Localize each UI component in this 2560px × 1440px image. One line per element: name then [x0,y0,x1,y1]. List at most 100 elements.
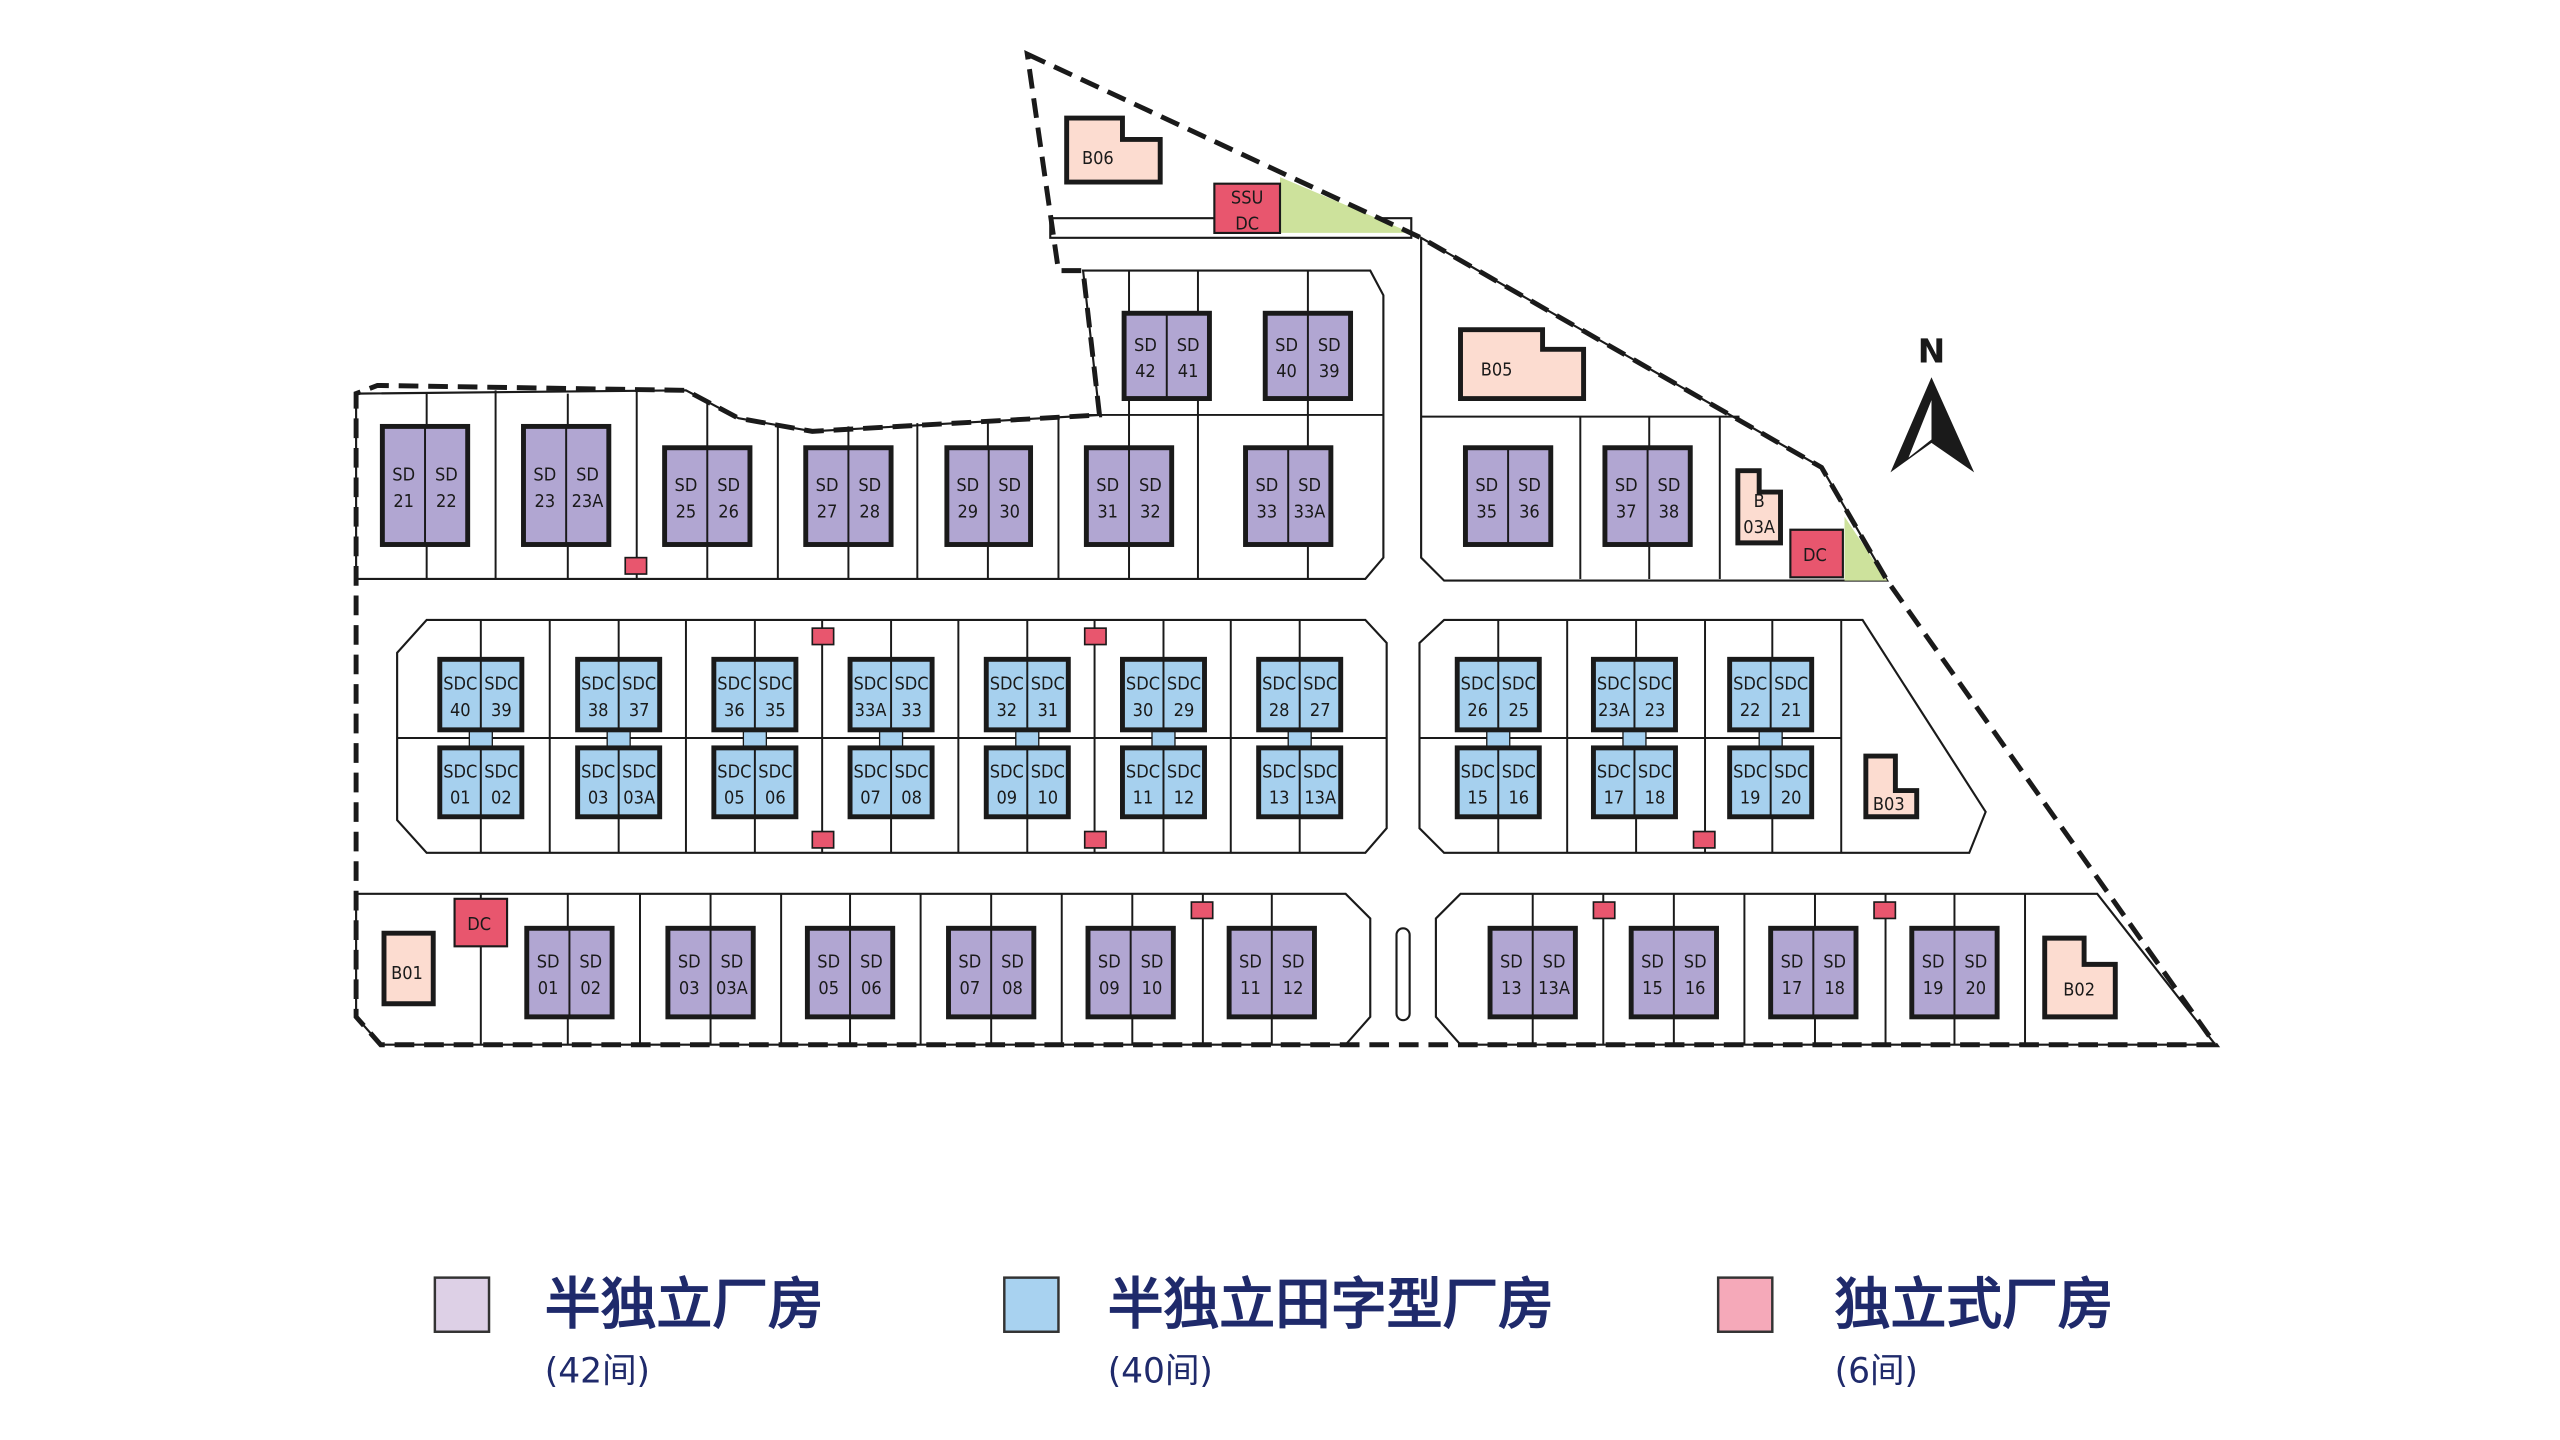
building-label: 03A [1743,517,1775,538]
cluster-link [468,729,493,749]
building-label: SSU [1231,187,1263,208]
unit-prefix: SDC [1461,674,1495,695]
unit-prefix: SD [392,465,415,486]
unit-number: 13 [1269,788,1290,809]
building-label: B01 [391,963,423,984]
unit-prefix: SDC [1031,674,1065,695]
unit-number: 30 [1133,700,1154,721]
unit-prefix: SDC [443,674,477,695]
substation-marker [1190,901,1214,920]
unit-prefix: SD [1964,952,1987,973]
unit-prefix: SD [1282,952,1305,973]
unit-prefix: SDC [895,761,929,782]
unit-prefix: SDC [1126,674,1160,695]
unit-prefix: SDC [853,674,887,695]
building-label: B02 [2063,980,2095,1001]
unit-number: 06 [861,978,882,999]
unit-number: 29 [1174,700,1195,721]
unit-number: 03A [623,788,655,809]
legend-item: 半独立田字型厂房(40间) [1003,1273,1554,1392]
unit-number: 39 [491,700,512,721]
unit-prefix: SD [435,465,458,486]
dc-building[interactable]: DC [1789,528,1844,579]
cluster-link [1151,729,1176,749]
road-divider [1395,927,1411,1022]
unit-number: 22 [1740,700,1761,721]
unit-prefix: SD [1239,952,1262,973]
unit-prefix: SD [1543,952,1566,973]
unit-prefix: SD [1500,952,1523,973]
substation-marker [1083,627,1107,646]
substation-marker [1692,830,1716,849]
dc-building[interactable]: DC [453,897,509,948]
north-arrow: N [1890,332,1975,473]
unit-number: 18 [1824,978,1845,999]
cluster-link [1287,729,1312,749]
unit-number: 33 [901,700,922,721]
unit-number: 26 [718,501,739,522]
unit-number: 10 [1037,788,1058,809]
detached-building[interactable]: B06 [1064,115,1163,185]
detached-building[interactable]: B03 [1863,753,1920,820]
detached-building[interactable]: B01 [381,930,436,1007]
unit-number: 23A [1598,700,1630,721]
unit-number: 26 [1467,700,1488,721]
unit-prefix: SD [678,952,701,973]
legend-title: 独立式厂房 [1835,1273,2114,1338]
detached-building[interactable]: B05 [1458,327,1587,402]
detached-building[interactable]: B02 [2042,935,2118,1020]
unit-number: 40 [450,700,471,721]
cluster-link [1758,729,1783,749]
unit-prefix: SDC [853,761,887,782]
unit-number: 33 [1257,501,1278,522]
unit-number: 32 [996,700,1017,721]
legend-swatch [433,1276,491,1333]
site-boundary [353,49,2221,1048]
unit-number: 15 [1642,978,1663,999]
unit-number: 23A [572,491,604,512]
